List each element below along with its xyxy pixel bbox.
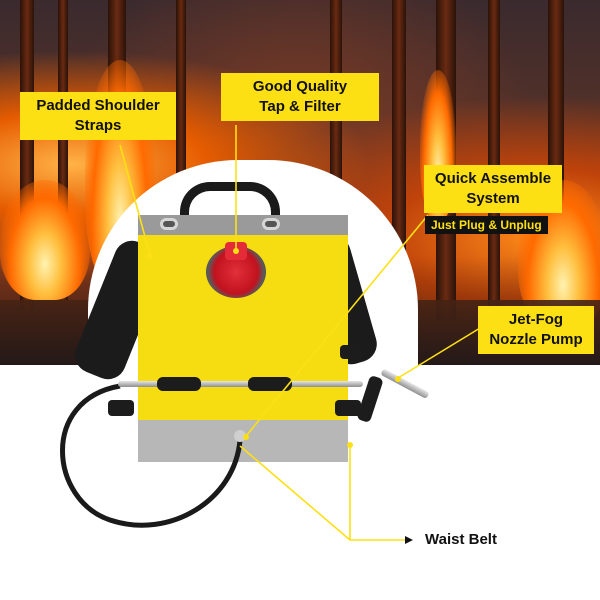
callout-jet-fog: Jet-Fog Nozzle Pump <box>478 306 594 354</box>
callout-quick-assemble-sub: Just Plug & Unplug <box>425 216 548 234</box>
waist-belt-clip <box>108 400 134 416</box>
grommet <box>160 218 178 230</box>
callout-quick-assemble: Quick Assemble System <box>424 165 562 213</box>
tree-trunk <box>392 0 406 300</box>
leader-dot <box>147 253 153 259</box>
strap-buckle <box>340 345 362 359</box>
tree-trunk <box>58 0 68 300</box>
leader-line-waist-belt <box>349 445 405 541</box>
leader-dot <box>243 434 249 440</box>
leader-dot <box>347 442 353 448</box>
leader-dot <box>395 376 401 382</box>
lance-grip <box>248 377 292 391</box>
pump-lance <box>118 381 363 387</box>
hose-tube <box>60 383 243 528</box>
arrow-right-icon <box>405 536 413 544</box>
carry-handle <box>180 182 280 226</box>
leader-line-waist-belt-hose <box>239 445 351 541</box>
leader-line-straps <box>119 144 151 256</box>
grommet <box>262 218 280 230</box>
fire-flame <box>0 180 90 300</box>
water-bag <box>138 215 348 460</box>
leader-line-jet-fog <box>397 324 486 379</box>
callout-tap-filter: Good Quality Tap & Filter <box>221 73 379 121</box>
hose-connector <box>234 430 246 442</box>
leader-line-quick-assemble <box>245 214 429 437</box>
label-waist-belt: Waist Belt <box>425 531 497 548</box>
waist-belt-clip <box>335 400 361 416</box>
callout-padded-straps: Padded Shoulder Straps <box>20 92 176 140</box>
leader-dot <box>233 248 239 254</box>
lance-grip <box>157 377 201 391</box>
tree-trunk <box>176 0 186 230</box>
